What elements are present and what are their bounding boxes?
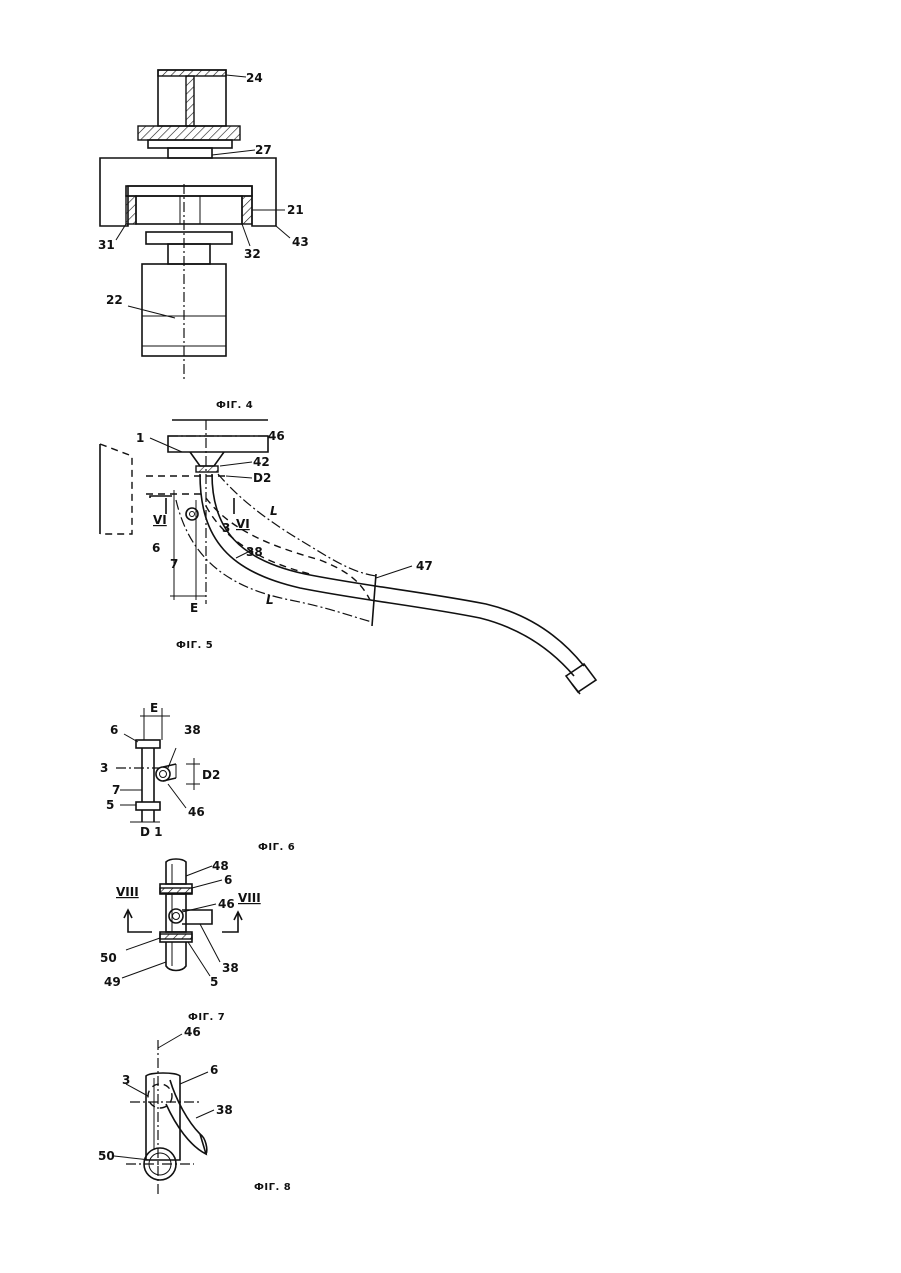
fig4-rotor (136, 196, 242, 224)
fig6-label: 5 (106, 798, 114, 812)
fig4-label: 43 (292, 235, 309, 249)
fig8-label: 6 (210, 1063, 218, 1077)
fig7-caption: ФIГ. 7 (188, 1012, 225, 1023)
fig7-label: 48 (212, 859, 229, 873)
figure-6: E 6 38 3 D2 7 5 46 D 1 ФIГ. 6 (100, 701, 295, 853)
fig7-label: 49 (104, 975, 121, 989)
figure-4: 24 27 21 43 32 31 22 ФIГ. 4 (98, 70, 309, 411)
fig4-label: 22 (106, 293, 123, 307)
fig5-label: L (270, 504, 278, 518)
fig6-label: D 1 (140, 825, 163, 839)
fig4-label: 21 (287, 203, 304, 217)
fig5-label: L (266, 593, 274, 607)
fig6-label: 46 (188, 805, 205, 819)
fig8-caption: ФIГ. 8 (254, 1182, 291, 1193)
fig5-hose (200, 474, 574, 676)
figure-7: 48 6 VIII 46 VIII 50 38 5 49 ФIГ. 7 (100, 859, 261, 1023)
fig5-label: 42 (253, 455, 270, 469)
fig5-label: 7 (170, 557, 178, 571)
fig4-label: 31 (98, 238, 115, 252)
fig8-label: 38 (216, 1103, 233, 1117)
fig5-caption: ФIГ. 5 (176, 640, 213, 651)
fig7-section-mark: VIII (116, 885, 139, 899)
fig8-label: 46 (184, 1025, 201, 1039)
fig8-label: 3 (122, 1073, 130, 1087)
fig6-hose-section (156, 767, 170, 781)
fig5-section-mark: VI (153, 513, 167, 527)
fig4-caption: ФIГ. 4 (216, 400, 253, 411)
fig6-label: 6 (110, 723, 118, 737)
fig7-section-mark: VIII (238, 891, 261, 905)
fig5-label: 47 (416, 559, 433, 573)
fig4-flange (138, 126, 240, 140)
fig5-label: E (190, 601, 198, 615)
fig7-label: 6 (224, 873, 232, 887)
fig5-section-mark: VI (236, 517, 250, 531)
fig6-label: E (150, 701, 158, 715)
fig6-label: 38 (184, 723, 201, 737)
fig5-label: 46 (268, 429, 285, 443)
fig6-caption: ФIГ. 6 (258, 842, 295, 853)
fig4-label: 27 (255, 143, 272, 157)
fig8-arm (146, 1073, 180, 1160)
fig5-label: 1 (136, 431, 144, 445)
fig5-label: 3 (222, 521, 230, 535)
fig7-label: 5 (210, 975, 218, 989)
fig5-label: D2 (253, 471, 271, 485)
figure-5: 1 46 42 D2 VI VI 3 6 7 38 L L 47 E ФIГ. … (100, 420, 596, 694)
fig5-label: 38 (246, 545, 263, 559)
figure-8: 46 6 3 38 50 ФIГ. 8 (98, 1025, 291, 1196)
fig6-collar (136, 740, 160, 748)
fig6-label: D2 (202, 768, 220, 782)
fig7-label: 50 (100, 951, 117, 965)
fig6-label: 3 (100, 761, 108, 775)
fig5-label: 6 (152, 541, 160, 555)
fig4-label: 32 (244, 247, 261, 261)
fig8-label: 50 (98, 1149, 115, 1163)
fig7-label: 38 (222, 961, 239, 975)
fig6-label: 7 (112, 783, 120, 797)
fig7-label: 46 (218, 897, 235, 911)
fig4-label: 24 (246, 71, 263, 85)
